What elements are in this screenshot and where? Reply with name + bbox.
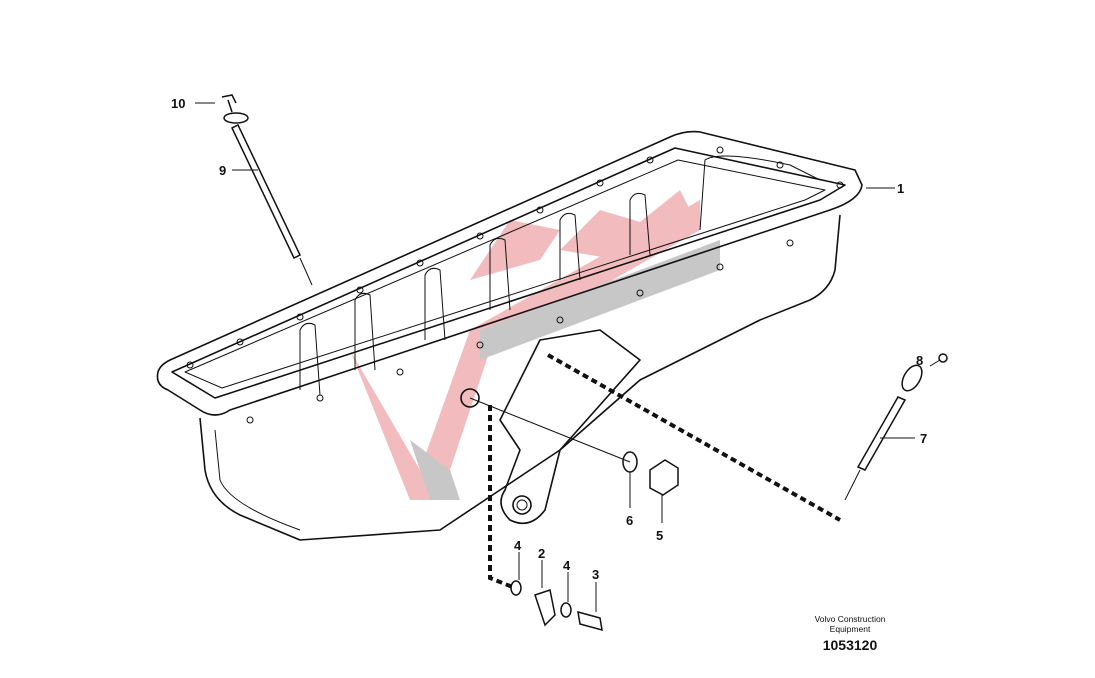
fitting-2 (534, 589, 556, 627)
oil-pan-rim (156, 130, 863, 416)
credit-text: Volvo Construction Equipment (790, 614, 910, 634)
callout-5: 5 (656, 528, 664, 543)
callout-7: 7 (920, 431, 928, 446)
callout-6: 6 (626, 513, 634, 528)
dipstick-7 (844, 353, 948, 501)
callout-4a: 4 (514, 538, 522, 553)
callout-3: 3 (592, 567, 600, 582)
credit-line-2: Equipment (829, 624, 871, 634)
callout-4b: 4 (563, 558, 571, 573)
bolt-3 (577, 610, 603, 632)
callout-8: 8 (916, 353, 924, 368)
callout-2: 2 (538, 546, 546, 561)
watermark-logo (350, 190, 720, 500)
drain-plug-5 (649, 459, 679, 496)
washer-4a (510, 580, 522, 596)
dipstick-tube-9 (221, 94, 313, 286)
credit-line-1: Volvo Construction (814, 614, 886, 624)
callout-10: 10 (171, 96, 186, 111)
oil-pan-bowl (199, 214, 841, 541)
callout-1: 1 (897, 181, 905, 196)
callout-9: 9 (219, 163, 227, 178)
mounting-bracket (499, 329, 641, 525)
washer-4b (560, 602, 572, 618)
part-number: 1053120 (822, 637, 878, 653)
